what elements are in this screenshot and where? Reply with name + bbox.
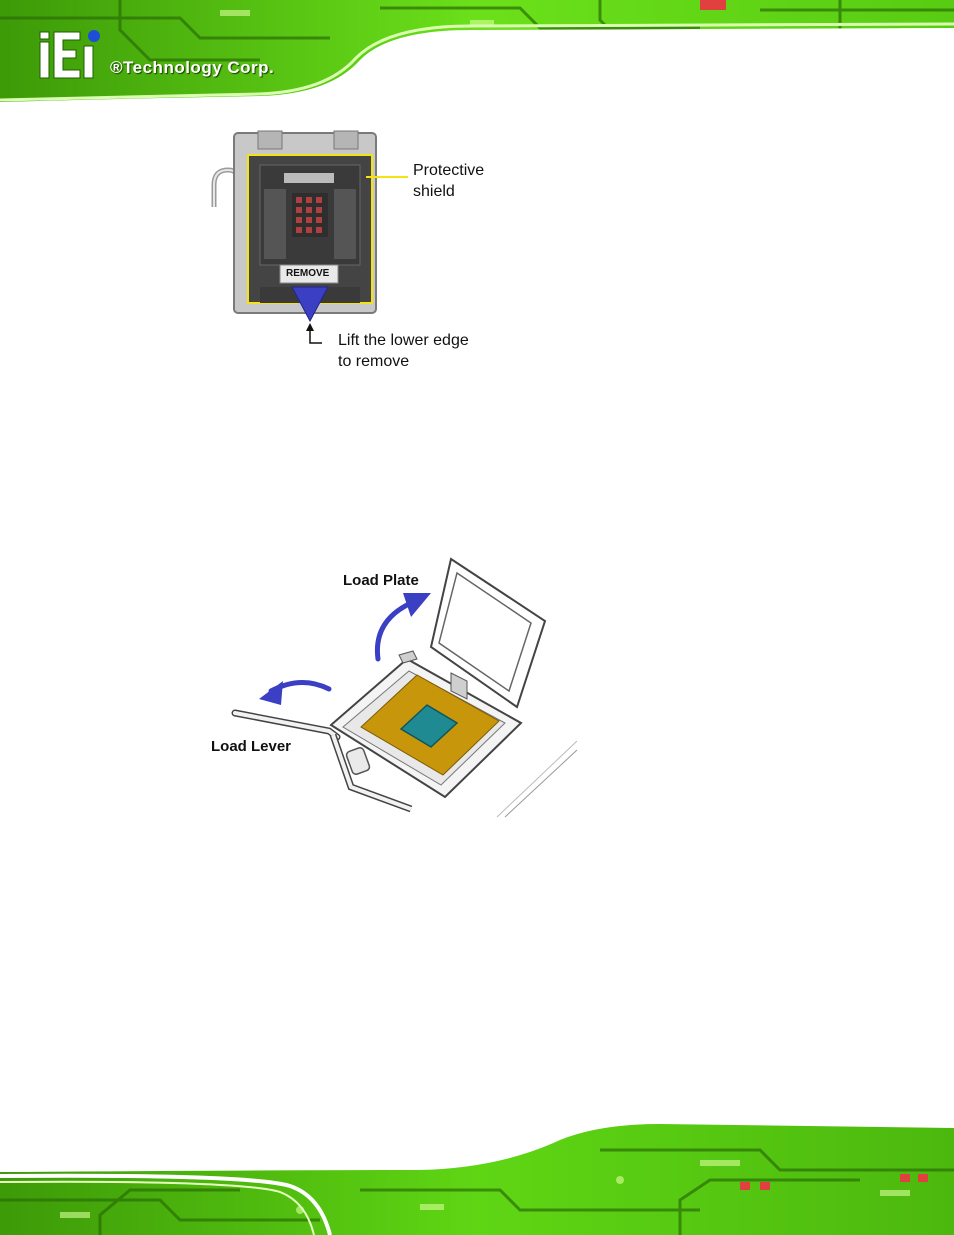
iei-logo (36, 28, 100, 80)
brand-name: ®Technology Corp. (110, 58, 275, 77)
circuit-board-footer-graphic (0, 1124, 954, 1235)
page-header: ®Technology Corp. (0, 0, 954, 112)
open-socket-illustration (231, 557, 578, 818)
page-footer (0, 1120, 954, 1235)
protective-shield-label-line2: shield (413, 183, 455, 200)
socket-illustration (211, 130, 408, 344)
socket-protective-shield-figure: REMOVE Protective shield Lift the lower … (200, 125, 500, 375)
load-lever-label: Load Lever (211, 738, 292, 755)
circuit-board-header-graphic (0, 0, 954, 112)
lift-edge-label-line1: Lift the lower edge (338, 332, 469, 349)
protective-shield-label-line1: Protective (413, 162, 485, 179)
remove-tab-label: REMOVE (286, 268, 330, 279)
load-plate-lever-figure: Load Plate Load Lever (205, 555, 580, 820)
lift-edge-label-line2: to remove (338, 353, 410, 370)
load-plate-label: Load Plate (343, 572, 419, 589)
